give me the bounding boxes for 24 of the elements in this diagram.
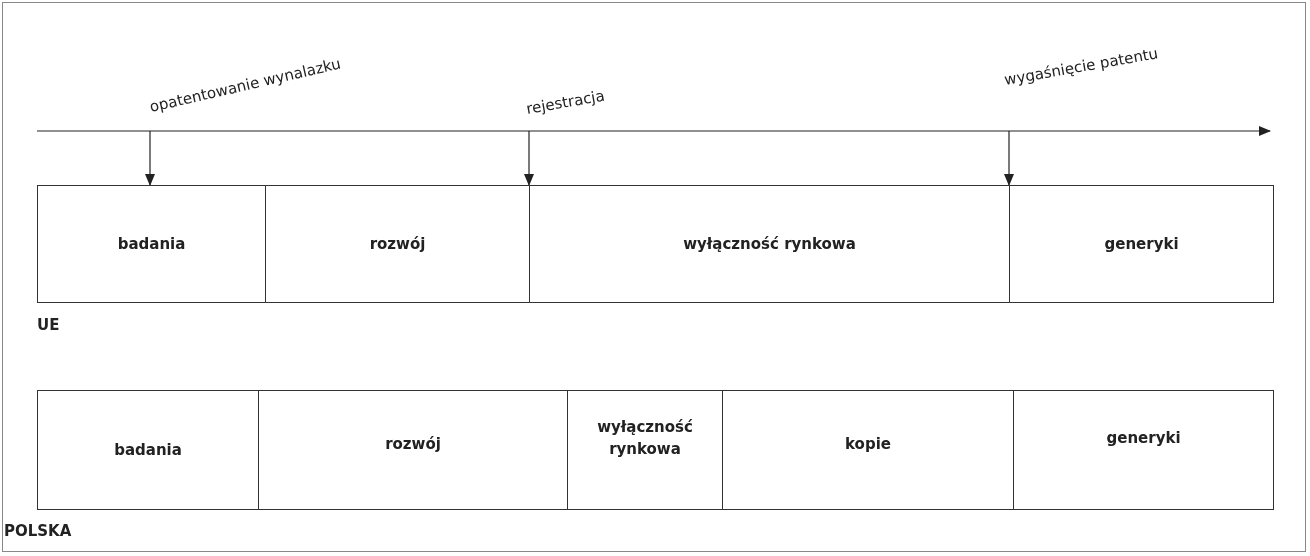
- row-heading: UE: [37, 316, 60, 334]
- phase-label: badania: [114, 439, 182, 461]
- phase-label: generyki: [1106, 427, 1181, 449]
- phase-box: [37, 390, 259, 510]
- phase-label: kopie: [845, 433, 891, 455]
- phase-label: badania: [117, 233, 186, 255]
- phase-box: [1013, 390, 1274, 510]
- phase-label: wyłączność rynkowa: [596, 416, 694, 460]
- phase-label: rozwój: [385, 433, 441, 455]
- phase-box: [1009, 185, 1274, 303]
- phase-box: [529, 185, 1010, 303]
- phase-label: wyłączność rynkowa: [683, 233, 856, 255]
- arrow: [524, 130, 534, 186]
- arrow: [1004, 130, 1014, 186]
- phase-box: [37, 185, 266, 303]
- phase-box: [722, 390, 1014, 510]
- event-label: rejestracja: [524, 86, 606, 118]
- arrow: [145, 130, 155, 186]
- phase-box: [567, 390, 723, 510]
- phase-box: [265, 185, 530, 303]
- phase-label: generyki: [1104, 233, 1179, 255]
- row-heading: POLSKA: [4, 522, 72, 540]
- phase-label: rozwój: [369, 233, 426, 255]
- phase-box: [258, 390, 568, 510]
